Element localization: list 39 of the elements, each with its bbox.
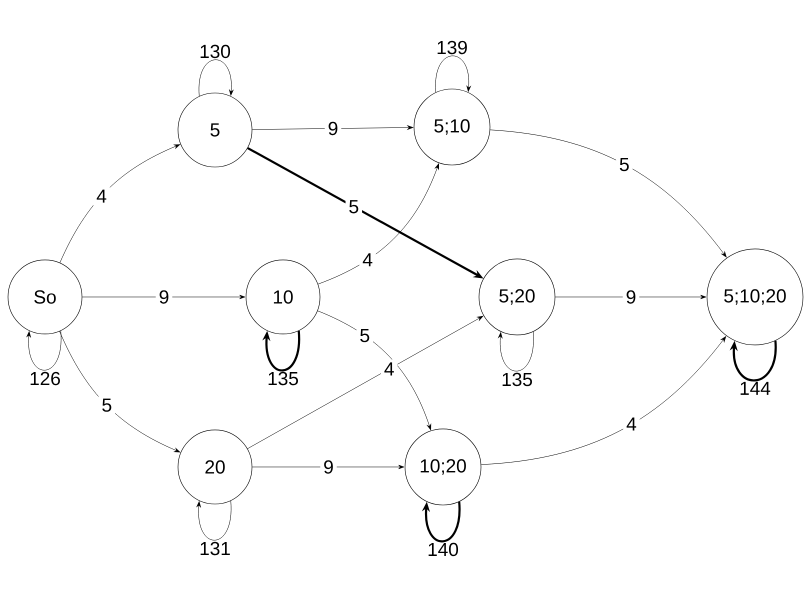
edge-label: 130 <box>200 44 230 58</box>
edge-label: 9 <box>320 457 337 477</box>
edge-label: 135 <box>502 372 532 386</box>
edge-label: 135 <box>268 372 298 386</box>
edge-label: 139 <box>438 40 467 54</box>
arrow <box>60 144 180 264</box>
self-loop-arrow <box>422 502 461 542</box>
edge-label: 131 <box>200 542 230 556</box>
self-loop-arrow <box>262 330 300 372</box>
edge-label: 9 <box>324 118 342 138</box>
self-loop-arrow <box>435 56 471 93</box>
arrow <box>247 316 484 449</box>
self-loop-arrow <box>196 500 232 540</box>
self-loop-arrow <box>198 60 234 96</box>
arrow <box>252 125 414 130</box>
edge-label: 9 <box>156 287 172 307</box>
arrow <box>490 130 727 258</box>
arrow <box>252 464 404 470</box>
arrow <box>317 310 432 430</box>
arrow <box>82 294 246 300</box>
edge-label: 5 <box>616 154 633 174</box>
arrow <box>480 336 726 465</box>
self-loop-arrow <box>26 330 62 370</box>
arrow <box>555 294 706 300</box>
edge-label: 144 <box>740 382 770 395</box>
edge-label: 4 <box>359 250 376 270</box>
edge-label: 140 <box>428 542 458 556</box>
edge-label: 5 <box>346 197 362 216</box>
edge-label: 9 <box>622 287 640 307</box>
self-loop-arrow <box>498 331 534 372</box>
edge-label: 126 <box>30 372 60 386</box>
self-loop-arrow <box>730 340 777 382</box>
edge-label: 5 <box>98 396 116 415</box>
arrow <box>59 331 180 452</box>
edge-label: 4 <box>93 186 110 206</box>
edge-label: 5 <box>356 326 373 346</box>
arrow <box>318 163 439 284</box>
edge-label: 4 <box>380 359 398 378</box>
edge-label: 4 <box>623 414 640 434</box>
